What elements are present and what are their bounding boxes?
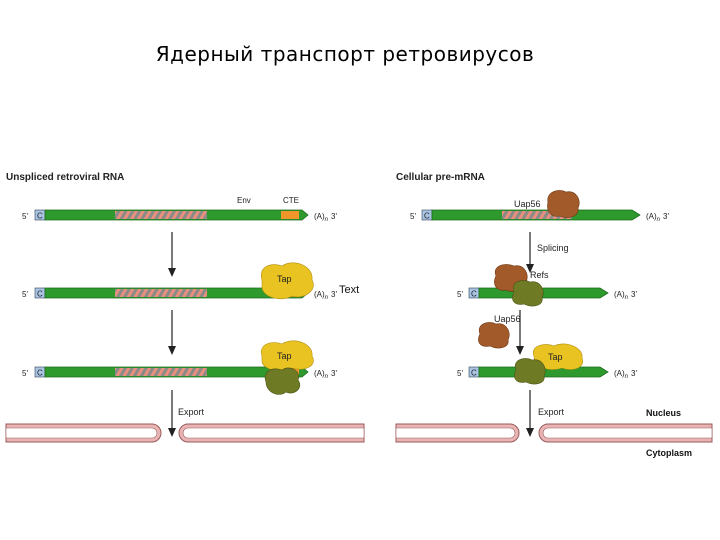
cte-region — [281, 211, 299, 219]
env-label: Env — [237, 196, 251, 205]
refs-protein-blob — [512, 280, 543, 306]
arrow-head — [168, 346, 176, 355]
arrow-head — [168, 268, 176, 277]
cap-label: C — [37, 212, 43, 221]
left-header: Unspliced retroviral RNA — [6, 172, 124, 183]
cap-label: C — [37, 369, 43, 378]
released-uap56-blob — [478, 322, 509, 348]
five-prime-label: 5' — [22, 290, 28, 299]
five-prime-label: 5' — [22, 212, 28, 221]
nuclear-membrane-inner — [543, 428, 712, 438]
hatched-region — [115, 211, 207, 219]
uap56-label-mid: Uap56 — [494, 314, 521, 324]
refs-label: Refs — [530, 270, 549, 280]
export-label: Export — [178, 407, 205, 417]
text-placeholder-label: Text — [339, 284, 359, 296]
cap-label: C — [37, 290, 43, 299]
five-prime-label: 5' — [457, 290, 463, 299]
refs-protein-blob — [514, 358, 545, 384]
splicing-label: Splicing — [537, 243, 569, 253]
tap-label: Tap — [548, 352, 563, 362]
hatched-region — [115, 368, 207, 376]
cytoplasm-label: Cytoplasm — [646, 448, 692, 458]
arrow-head — [516, 346, 524, 355]
export-arrow-head — [526, 428, 534, 437]
nuclear-membrane-inner — [396, 428, 515, 438]
export-arrow-head — [168, 428, 176, 437]
cte-label: CTE — [283, 196, 299, 205]
cap-label: C — [424, 212, 430, 221]
tap-label: Tap — [277, 351, 292, 361]
export-label: Export — [538, 407, 565, 417]
five-prime-label: 5' — [457, 369, 463, 378]
p15-protein-blob — [265, 368, 300, 394]
cap-label: C — [471, 290, 477, 299]
five-prime-label: 5' — [410, 212, 416, 221]
five-prime-label: 5' — [22, 369, 28, 378]
hatched-region — [115, 289, 207, 297]
uap56-label: Uap56 — [514, 199, 541, 209]
uap56-protein-blob — [548, 190, 580, 217]
cap-label: C — [471, 369, 477, 378]
nuclear-membrane-inner — [6, 428, 157, 438]
tap-label: Tap — [277, 274, 292, 284]
right-header: Cellular pre-mRNA — [396, 172, 485, 183]
nucleus-label: Nucleus — [646, 408, 681, 418]
nuclear-membrane-inner — [183, 428, 364, 438]
